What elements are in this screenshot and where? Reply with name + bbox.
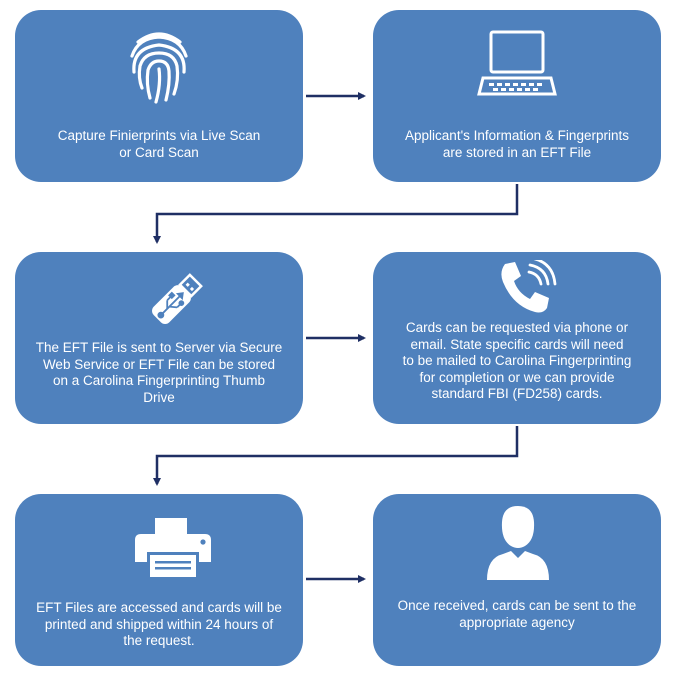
step-4-box: Cards can be requested via phone or emai… [373,252,661,424]
step-2-text: Applicant's Information & Fingerprints a… [405,128,629,160]
step-5-box: EFT Files are accessed and cards will be… [15,494,303,666]
step-3-text: The EFT File is sent to Server via Secur… [35,340,283,405]
step-1-box: Capture Finierprints via Live Scan or Ca… [15,10,303,182]
arrow-step2-to-step3 [153,184,519,244]
laptop-icon [477,30,557,96]
phone-icon [501,260,557,313]
step-4-text: Cards can be requested via phone or emai… [402,320,632,401]
arrow-step4-to-step5 [153,426,519,486]
step-6-text: Once received, cards can be sent to the … [397,598,637,630]
fingerprint-icon [130,32,188,104]
printer-icon [135,518,211,577]
step-2-box: Applicant's Information & Fingerprints a… [373,10,661,182]
step-5-text: EFT Files are accessed and cards will be… [36,600,282,648]
step-3-box: The EFT File is sent to Server via Secur… [15,252,303,424]
usb-drive-icon [152,273,203,324]
step-1-text: Capture Finierprints via Live Scan or Ca… [57,128,261,160]
person-icon [487,506,549,580]
step-6-box: Once received, cards can be sent to the … [373,494,661,666]
